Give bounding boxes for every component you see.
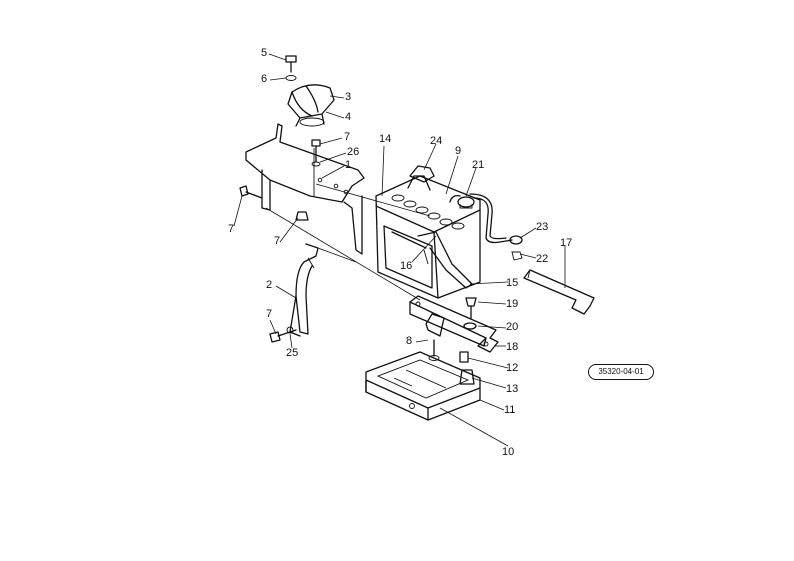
tray-bolts: [428, 339, 475, 385]
clamp-bolt: [285, 55, 297, 81]
tray-frame: [409, 295, 499, 353]
label-part-5: 5: [261, 47, 268, 59]
label-part-24: 24: [430, 135, 443, 147]
label-part-23: 23: [536, 221, 549, 233]
label-part-25: 25: [286, 347, 299, 359]
label-part-8: 8: [406, 335, 413, 347]
terminal-cap: [409, 165, 435, 183]
label-part-22: 22: [536, 253, 549, 265]
label-part-2: 2: [266, 279, 273, 291]
label-part-15: 15: [506, 277, 519, 289]
label-part-10: 10: [502, 446, 515, 458]
label-part-7b: 7: [228, 223, 235, 235]
battery-cable: [469, 193, 523, 261]
battery-clamp: [287, 84, 335, 127]
upper-bracket: [245, 123, 365, 255]
leader-lines: [233, 53, 566, 447]
label-part-3: 3: [345, 91, 352, 103]
bracket-bolt: [311, 139, 321, 167]
label-part-9: 9: [455, 145, 462, 157]
label-part-4: 4: [345, 111, 352, 123]
nut: [295, 211, 309, 221]
label-part-19: 19: [506, 298, 519, 310]
rail: [523, 269, 595, 315]
label-part-6: 6: [261, 73, 268, 85]
label-part-7c: 7: [274, 235, 281, 247]
label-part-1: 1: [345, 159, 352, 171]
reference-code-badge: 35320-04-01: [588, 364, 654, 380]
strap: [289, 243, 319, 337]
label-part-18: 18: [506, 341, 519, 353]
label-part-13: 13: [506, 383, 519, 395]
label-part-26: 26: [347, 146, 360, 158]
side-bolt: [239, 185, 263, 199]
battery-straps: [417, 231, 473, 289]
label-part-11: 11: [504, 404, 516, 416]
label-part-14: 14: [379, 133, 392, 145]
label-part-12: 12: [506, 362, 519, 374]
label-part-7d: 7: [266, 308, 273, 320]
label-part-17: 17: [560, 237, 573, 249]
label-part-16: 16: [400, 260, 413, 272]
battery: [375, 175, 481, 299]
label-part-20: 20: [506, 321, 519, 333]
terminal-cover: [457, 196, 475, 209]
label-part-21: 21: [472, 159, 485, 171]
hold-down-bolt: [463, 297, 477, 330]
label-part-7a: 7: [344, 131, 351, 143]
